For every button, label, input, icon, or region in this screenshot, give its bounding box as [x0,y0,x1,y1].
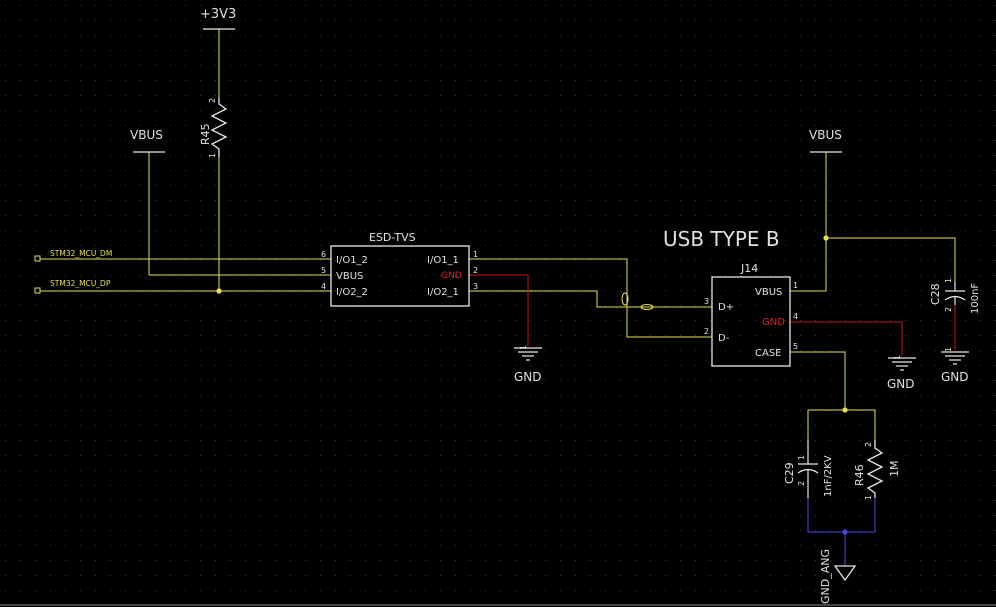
junction-case [842,407,848,413]
c29-value: 1nF/2KV [823,455,834,497]
power-port-vbus-right: VBUS [809,128,842,153]
esd-pin-name-io1-1: I/O1_1 [427,255,459,266]
j14-pin-num-3: 3 [704,297,709,306]
gnd-symbol-c28 [941,351,969,365]
usb-type-b-title: USB TYPE B [663,227,780,251]
c29-plate-bottom [797,468,819,474]
esd-tvs-body [330,245,470,307]
net-label-dm: STM32_MCU_DM [50,249,112,258]
gnd-c28-label: GND [941,370,969,384]
c29-pin-2: 2 [797,481,806,486]
gnd-ang-symbol: GND_ANG [819,549,857,604]
r46-ref: R46 [853,464,866,486]
esd-pin-name-io2-1: I/O2_1 [427,287,459,298]
net-label-dp: STM32_MCU_DP [50,279,111,288]
wire-tvs-gnd [469,274,529,346]
esd-pin-name-gnd: GND [441,271,462,281]
ground-alt-wires [807,498,876,565]
gnd-symbol-j14 [888,357,916,371]
gnd-ang-triangle [833,565,857,582]
net-port-dm-marker [34,255,41,262]
esd-pin-num-3: 3 [473,282,478,291]
r46-pin-2: 2 [864,442,873,447]
diff-pair-marker-1 [621,292,629,306]
j14-pin-num-4: 4 [793,312,798,321]
gnd-wires [469,274,956,356]
esd-tvs-ref: ESD-TVS [369,231,416,244]
diff-pair-marker-2 [640,304,654,310]
j14-pin-name-vbus: VBUS [755,287,782,298]
wires [40,29,956,440]
r45-pin-1: 1 [208,153,217,158]
c28-value: 100nF [970,283,981,314]
esd-pin-name-io1-2: I/O1_2 [336,255,368,266]
c28-plate-bottom [944,295,966,301]
net-port-dp: STM32_MCU_DP [34,279,111,294]
esd-pin-num-5: 5 [321,266,326,275]
c29-pin-1: 1 [797,455,806,460]
r46-zigzag [866,440,884,498]
esd-pin-name-vbus: VBUS [336,271,363,282]
j14-ref: J14 [740,262,758,275]
esd-tvs-component: ESD-TVS I/O1_2 VBUS I/O2_2 6 5 4 I/O1_1 … [321,231,478,307]
j14-pin-name-gnd: GND [762,317,785,328]
resistor-r45: R45 2 1 [199,98,228,158]
r45-ref: R45 [199,123,212,145]
power-label-vbus-left: VBUS [130,128,163,142]
net-port-dp-marker [34,287,41,294]
r46-value: 1M [888,461,901,478]
c28-pin-1: 1 [944,278,953,283]
j14-pin-num-5: 5 [793,342,798,351]
power-label-3v3: +3V3 [200,7,236,22]
gnd-j14-label: GND [887,377,915,391]
j14-pin-name-dminus: D- [718,333,730,344]
gnd-symbol-tvs [514,347,542,361]
power-label-vbus-right: VBUS [809,128,842,142]
c28-ref: C28 [929,283,942,305]
gnd-tvs-label: GND [514,370,542,384]
wire-io11-dminus [469,258,712,338]
gnd-j14-pin-num: 1 [893,355,902,360]
net-port-dm: STM32_MCU_DM [34,249,112,262]
wire-io21-dplus [469,290,712,308]
esd-pin-num-6: 6 [321,250,326,259]
gnd-c28-pin-num: 1 [944,347,953,352]
gnd-tvs-pin-num: 1 [519,345,528,350]
connector-j14: J14 D+ D- 3 2 VBUS GND CASE 1 4 5 [704,262,798,367]
junction-gnd-ang [842,529,848,535]
wire-case-split [807,409,876,440]
r45-zigzag [210,98,228,157]
wire-vbus-c28 [826,237,956,282]
esd-pin-num-2: 2 [473,266,478,275]
r46-pin-1: 1 [864,495,873,500]
wire-case [790,351,846,410]
j14-pin-num-2: 2 [704,327,709,336]
power-port-vbus-left: VBUS [130,128,165,153]
wire-j14-gnd [790,321,903,356]
capacitor-c29: C29 1nF/2KV 1 2 [783,440,834,498]
esd-pin-num-1: 1 [473,250,478,259]
power-port-3v3: +3V3 [200,7,236,30]
j14-body [711,276,791,367]
junction-vbus-c28 [823,235,829,241]
j14-pin-num-1: 1 [793,281,798,290]
junction-dp [216,288,222,294]
r45-pin-2: 2 [208,98,217,103]
c29-ref: C29 [783,462,796,484]
j14-pin-name-dplus: D+ [718,302,734,313]
j14-pin-name-case: CASE [755,348,782,359]
junctions [216,235,848,413]
esd-pin-num-4: 4 [321,282,326,291]
wire-gnd-ang-bus [807,498,876,533]
capacitor-c28: C28 100nF 1 2 [929,278,981,314]
esd-pin-name-io2-2: I/O2_2 [336,287,368,298]
gnd-ang-label: GND_ANG [819,549,832,604]
wire-j14-vbus [790,152,827,292]
resistor-r46: R46 1M 2 1 [853,440,901,500]
c28-pin-2: 2 [944,307,953,312]
